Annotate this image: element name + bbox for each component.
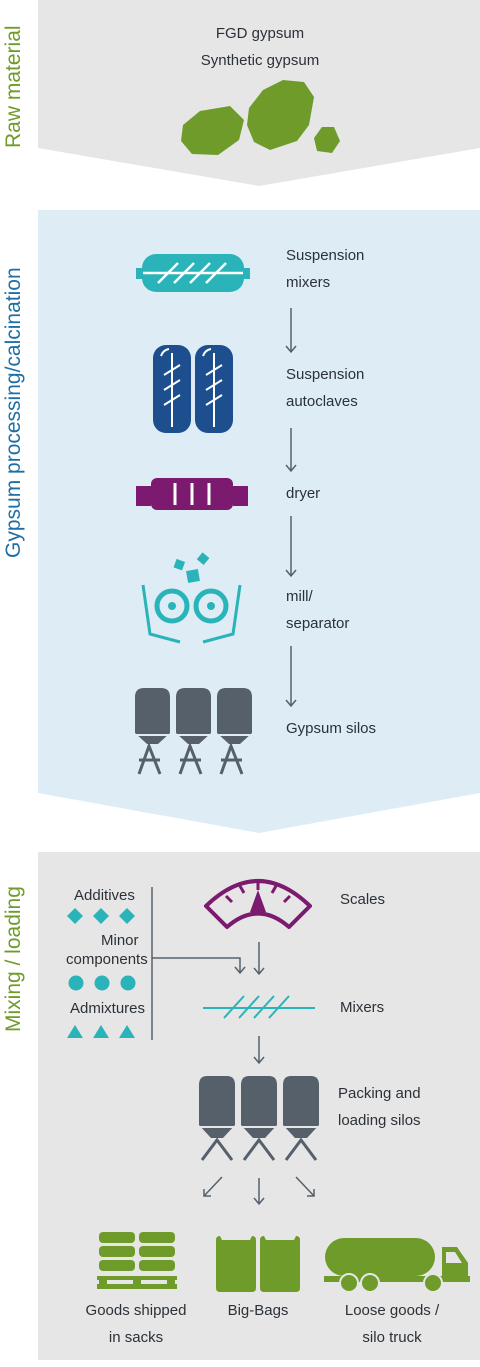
additives-label: Additives xyxy=(74,887,135,904)
output-sacks-label: Goods shipped in sacks xyxy=(66,1297,206,1351)
step-dryer-label: dryer xyxy=(286,480,320,507)
scales-label: Scales xyxy=(340,891,386,908)
admixtures-label: Admixtures xyxy=(70,1000,146,1017)
processing-arrows xyxy=(285,308,297,708)
autoclave-icon xyxy=(153,345,233,433)
additives-connector xyxy=(151,887,246,1040)
step-line2: separator xyxy=(286,615,350,632)
triangle-markers xyxy=(67,1025,135,1038)
silos-icon xyxy=(135,688,252,775)
step-line1: Gypsum silos xyxy=(286,720,377,737)
output-line2: silo truck xyxy=(362,1329,422,1346)
step-gypsum-silos-label: Gypsum silos xyxy=(286,715,376,742)
processing-panel xyxy=(38,210,480,833)
step-line1: Suspension xyxy=(286,366,365,383)
step-line1: Suspension xyxy=(286,247,365,264)
additive-markers xyxy=(67,908,136,1038)
circle-marker xyxy=(68,975,84,991)
packing-line1: Packing and xyxy=(338,1085,421,1102)
components-label: components xyxy=(66,951,148,968)
big-bags-icon xyxy=(216,1236,300,1292)
minor-label: Minor xyxy=(101,932,139,949)
step-line2: mixers xyxy=(286,274,331,291)
step-mill-separator-label: mill/ separator xyxy=(286,583,349,637)
step-line1: dryer xyxy=(286,485,321,502)
raw-material-label: FGD gypsum Synthetic gypsum xyxy=(140,20,380,74)
sacks-pallet-icon xyxy=(97,1232,177,1289)
circle-marker xyxy=(94,975,110,991)
raw-material-line1: FGD gypsum xyxy=(215,25,305,42)
silo-truck-icon xyxy=(324,1238,470,1293)
circle-marker xyxy=(120,975,136,991)
raw-material-panel xyxy=(38,0,480,186)
step-line2: autoclaves xyxy=(286,393,358,410)
output-line1: Goods shipped xyxy=(85,1302,187,1319)
packing-silos-label: Packing and loading silos xyxy=(338,1080,421,1134)
output-line1: Big-Bags xyxy=(227,1302,289,1319)
step-suspension-autoclaves-label: Suspension autoclaves xyxy=(286,361,364,415)
diamond-markers xyxy=(67,908,135,924)
output-line2: in sacks xyxy=(108,1329,164,1346)
output-line1: Loose goods / xyxy=(344,1302,440,1319)
step-line1: mill/ xyxy=(286,588,313,605)
mixers-label: Mixers xyxy=(340,999,385,1016)
step-suspension-mixers-label: Suspension mixers xyxy=(286,242,364,296)
output-truck-label: Loose goods / silo truck xyxy=(322,1297,462,1351)
line-mixer-icon xyxy=(203,995,315,1019)
mixer-icon xyxy=(136,254,250,292)
packing-silos-icon xyxy=(199,1076,319,1161)
packing-line2: loading silos xyxy=(338,1112,421,1129)
scales-icon xyxy=(204,879,312,929)
output-big-bags-label: Big-Bags xyxy=(208,1297,308,1324)
raw-material-line2: Synthetic gypsum xyxy=(200,52,320,69)
mixing-arrows xyxy=(203,942,315,1206)
gypsum-rocks-icon xyxy=(181,80,340,155)
dryer-icon xyxy=(136,478,248,510)
mill-icon xyxy=(141,552,242,644)
